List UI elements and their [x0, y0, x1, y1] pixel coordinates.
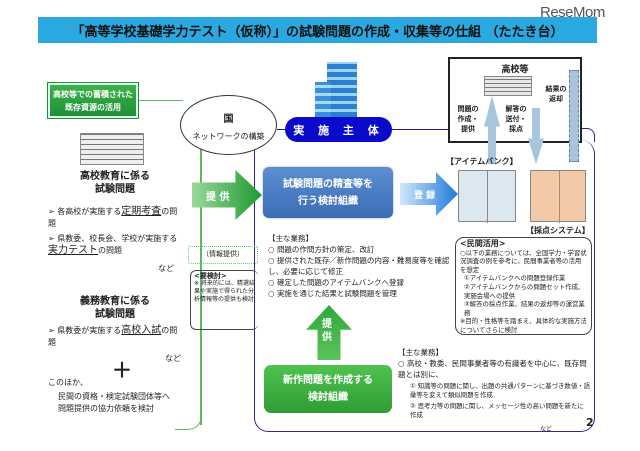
provide-label: 提 供	[206, 192, 230, 203]
etc-label: など	[540, 426, 553, 433]
existing-resources-line1: 高校等での蓄積された	[53, 89, 133, 99]
return-arrow-icon	[569, 70, 579, 162]
item-bank-label: 【アイテムバンク】	[446, 157, 518, 166]
line	[277, 129, 285, 130]
create-provide-label: 問題の作成・提供	[457, 105, 479, 133]
item-bank-icon	[458, 170, 516, 223]
high-school-exams-heading: 高校教育に係る試験問題	[80, 171, 150, 195]
high-school-box: 高校等 問題の作成・提供 解答の送付・採点 結果の返却	[448, 57, 582, 143]
main-tasks-list: 【主な業務】 ○ 問題の作問方針の策定、改訂 ○ 提供された既存／新作問題の内容…	[268, 234, 450, 298]
scoring-system-label: 【採点システム】	[526, 226, 590, 235]
private-sector-box: <民間活用> ○以下の業務については、全国学力・学習状況調査の例を参考に、民間事…	[455, 237, 592, 335]
review-note: <要検討> ※ 将来的には、精選結果や実施で得られた分析情報等の提供も検討	[190, 270, 258, 330]
info-provision-arrow: （情報提供）	[188, 246, 258, 264]
green-connector-top	[138, 100, 183, 101]
implementer-frame	[254, 140, 595, 432]
high-school-item: ➢ 県教委、校長会、学校が実施する実力テストの問題	[48, 234, 178, 256]
country-label: 国	[223, 114, 234, 125]
country-oval: 国 ネットワークの構築	[180, 95, 277, 155]
compulsory-exams-heading: 義務教育に係る試験問題	[80, 296, 150, 320]
implementer-label: 実 施 主 体	[285, 117, 392, 142]
scoring-system-icon	[530, 170, 586, 223]
green-connector-curve	[175, 405, 202, 430]
other-lead: このほか、	[48, 378, 88, 387]
resemom-logo: ReseMom	[540, 4, 605, 21]
school-building-icon	[484, 76, 532, 96]
etc-label: など	[158, 264, 174, 273]
network-label: ネットワークの構築	[192, 132, 265, 141]
review-organization-box: 試験問題の精査等を行う検討組織	[263, 167, 393, 218]
up-arrow-icon	[484, 96, 500, 164]
etc-label: など	[165, 354, 181, 363]
high-school-item: ➢ 各高校が実施する定期考査の問題	[48, 206, 178, 228]
school-building-icon	[80, 133, 144, 165]
page-title: 「高等学校基礎学力テスト（仮称）」の試験問題の作成・収集等の仕組 （たたき台）	[38, 17, 597, 43]
existing-resources-box: 高校等での蓄積された 既存資源の活用	[47, 82, 139, 119]
compulsory-item: ➢ 県教委が実施する高校入試の問題	[48, 325, 178, 347]
other-text: 民間の資格・検定試験団体等へ問題提供の協力依頼を検討	[58, 392, 170, 413]
existing-resources-line2: 既存資源の活用	[65, 102, 121, 112]
page-number: 2	[586, 416, 594, 429]
green-connector-line	[200, 145, 202, 425]
high-school-title: 高校等	[501, 65, 529, 75]
line	[582, 128, 595, 142]
register-label: 登 録	[414, 191, 436, 201]
provide-up-label: 提供	[322, 319, 332, 343]
answer-send-label: 解答の送付・採点	[505, 105, 527, 133]
line	[392, 129, 448, 130]
plus-icon: ＋	[112, 358, 132, 382]
new-tasks-list: 【主な業務】 ○ 高校・教委、民間事業者等の有識者を中心に、既存問題とは別に、 …	[398, 348, 590, 419]
office-building-icon	[315, 62, 360, 117]
new-question-organization-box: 新作問題を作成する検討組織	[264, 365, 392, 413]
result-return-label: 結果の返却	[545, 85, 567, 103]
